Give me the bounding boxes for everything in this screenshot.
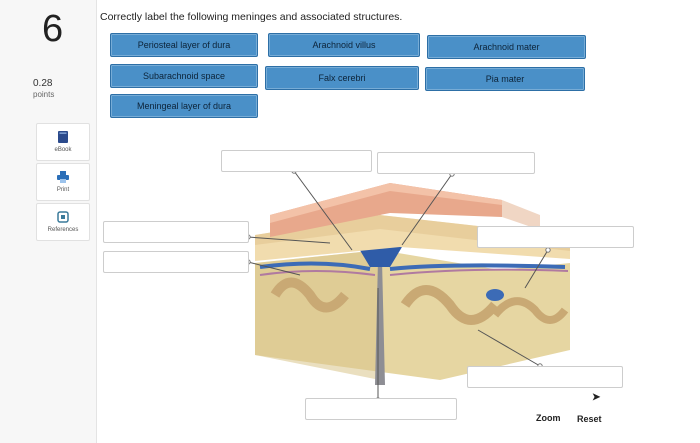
meninges-diagram bbox=[255, 183, 570, 385]
label-meningeal-layer-of-dura[interactable]: Meningeal layer of dura bbox=[110, 94, 258, 118]
gyrus-left bbox=[270, 277, 349, 313]
ebook-label: eBook bbox=[54, 147, 72, 153]
print-button[interactable]: Print bbox=[36, 163, 90, 201]
drop-target-6[interactable] bbox=[467, 366, 623, 388]
book-icon bbox=[56, 130, 70, 144]
drop-target-3[interactable] bbox=[103, 221, 249, 243]
leader-line-6 bbox=[524, 249, 549, 289]
label-arachnoid-villus[interactable]: Arachnoid villus bbox=[268, 33, 420, 57]
leader-line-3 bbox=[247, 236, 331, 244]
printer-icon bbox=[56, 170, 70, 184]
label-subarachnoid-space[interactable]: Subarachnoid space bbox=[110, 64, 258, 88]
leader-line-2 bbox=[401, 173, 453, 246]
references-label: References bbox=[47, 227, 79, 233]
gyrus-right bbox=[400, 285, 499, 325]
leader-line-7 bbox=[477, 329, 541, 367]
drop-target-1[interactable] bbox=[221, 150, 372, 172]
cursor-arrow-icon: ➤ bbox=[592, 392, 601, 403]
label-falx-cerebri[interactable]: Falx cerebri bbox=[265, 66, 419, 90]
drop-target-5[interactable] bbox=[477, 226, 634, 248]
drop-target-4[interactable] bbox=[103, 251, 249, 273]
points-value: 0.28 bbox=[33, 78, 53, 89]
points-label: points bbox=[33, 90, 55, 99]
reset-button[interactable]: Reset bbox=[577, 414, 602, 424]
leader-line-1 bbox=[293, 170, 353, 251]
references-button[interactable]: References bbox=[36, 203, 90, 241]
drop-target-2[interactable] bbox=[377, 152, 535, 174]
label-arachnoid-mater[interactable]: Arachnoid mater bbox=[427, 35, 586, 59]
leader-line-4 bbox=[247, 261, 301, 276]
print-label: Print bbox=[56, 187, 70, 193]
instruction-text: Correctly label the following meninges a… bbox=[100, 11, 403, 23]
ebook-button[interactable]: eBook bbox=[36, 123, 90, 161]
drop-target-7[interactable] bbox=[305, 398, 457, 420]
label-pia-mater[interactable]: Pia mater bbox=[425, 67, 585, 91]
zoom-button[interactable]: Zoom bbox=[536, 413, 561, 423]
sidebar: 6 0.28 points eBook Print References bbox=[0, 0, 97, 443]
references-icon bbox=[56, 210, 70, 224]
question-number: 6 bbox=[42, 8, 64, 50]
label-periosteal-layer-of-dura[interactable]: Periosteal layer of dura bbox=[110, 33, 258, 57]
superior-sagittal-sinus bbox=[358, 247, 402, 267]
